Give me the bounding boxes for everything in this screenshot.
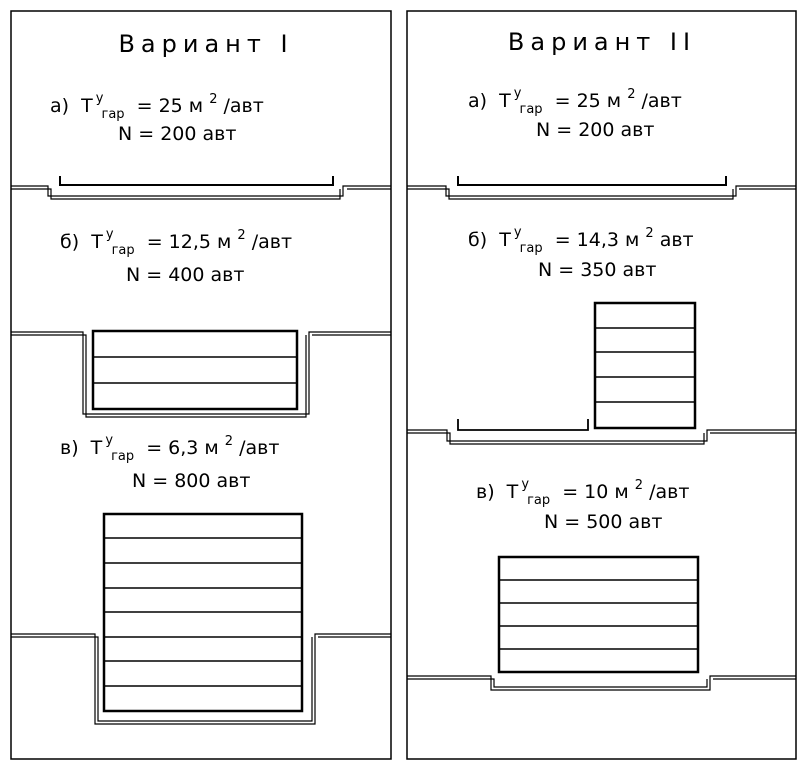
panel-1-ground-a <box>11 185 391 200</box>
panel-2-case-c-label: в) Т у гар = 10 м 2 /авт N = 500 авт <box>476 471 689 533</box>
svg-text:N = 500 авт: N = 500 авт <box>544 511 662 533</box>
panel-1-case-b-label: б) Т у гар = 12,5 м 2 /авт N = 400 авт <box>60 221 292 286</box>
panel-1-case-a-label: а) Т у гар = 25 м 2 /авт N = 200 авт <box>50 85 264 145</box>
panel-1-title: Вариант I <box>118 30 293 58</box>
panel-1-case-c-label: в) Т у гар = 6,3 м 2 /авт N = 800 авт <box>60 427 279 492</box>
svg-text:N = 350 авт: N = 350 авт <box>538 259 656 281</box>
svg-text:а) Т у: а) Т у гар = 25 м 2 /авт <box>468 80 682 118</box>
panel-2-ground-a <box>407 185 796 200</box>
panel-2-building-c <box>497 555 700 674</box>
panel-1-frame <box>10 10 392 760</box>
svg-text:N = 400 авт: N = 400 авт <box>126 264 244 286</box>
panel-variant-1: Вариант I а) Т у гар = 25 м 2 /авт N = 2… <box>10 10 392 760</box>
panel-2-case-b-label: б) Т у гар = 14,3 м 2 авт N = 350 авт <box>468 219 694 281</box>
panel-2-building-a <box>457 176 727 186</box>
panel-1-building-a <box>59 176 334 186</box>
svg-text:N = 200 авт: N = 200 авт <box>536 119 654 141</box>
svg-text:а) Т у: а) Т у гар = 25 м 2 /авт <box>50 85 264 123</box>
panel-1-ground-b <box>11 331 391 418</box>
panel-1-building-c <box>102 512 304 713</box>
panel-2-ground-c <box>407 675 796 691</box>
panel-2-title: Вариант II <box>508 28 696 56</box>
svg-text:в) Т у: в) Т у гар = 10 м 2 /авт <box>476 471 689 509</box>
panel-variant-2: Вариант II а) Т у гар = 25 м 2 /авт N = … <box>406 10 797 760</box>
panel-2-case-a-label: а) Т у гар = 25 м 2 /авт N = 200 авт <box>468 80 682 141</box>
panel-1-building-b <box>91 329 299 411</box>
panel-1-ground-c <box>11 633 391 725</box>
svg-text:N = 800 авт: N = 800 авт <box>132 470 250 492</box>
panel-2-frame <box>406 10 797 760</box>
panel-2-ground-b <box>407 429 796 445</box>
svg-text:в) Т у: в) Т у гар = 6,3 м 2 /авт <box>60 427 279 465</box>
svg-text:N = 200 авт: N = 200 авт <box>118 123 236 145</box>
svg-text:б) Т у: б) Т у гар = 14,3 м 2 авт <box>468 219 694 257</box>
panel-2-building-b <box>457 301 697 431</box>
svg-text:б) Т у: б) Т у гар = 12,5 м 2 /авт <box>60 221 292 259</box>
